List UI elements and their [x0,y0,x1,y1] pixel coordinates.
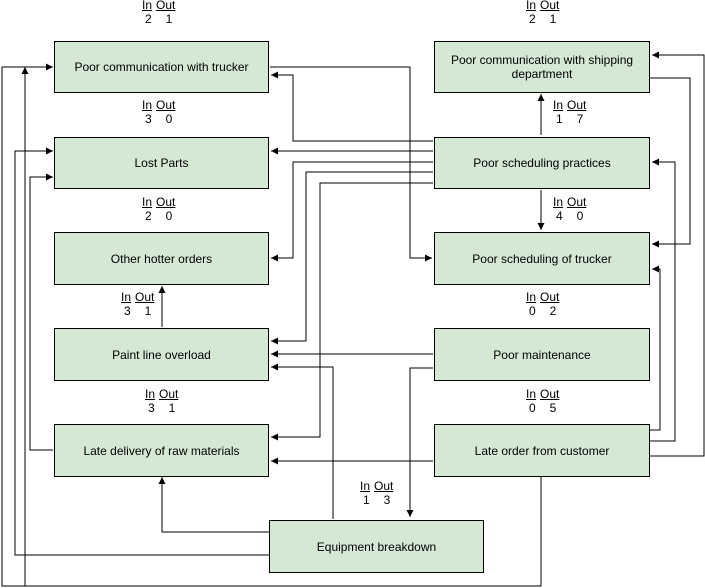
io-out-header: Out [156,195,176,209]
io-in-header: In [553,98,564,112]
node-poor-communication-with-trucker: Poor communication with trucker [54,41,269,93]
io-out-header: Out [156,0,176,12]
io-out-value: 0 [576,209,584,223]
io-out-value: 7 [576,112,584,126]
io-out-header: Out [374,479,394,493]
io-in-header: In [526,290,537,304]
io-in-header: In [526,0,537,12]
io-in-value: 0 [528,401,536,415]
edge-late-order-to-scheduling [650,158,676,442]
node-late-delivery-of-raw-materials: Late delivery of raw materials [54,424,269,477]
io-in-header: In [142,195,153,209]
node-label: Poor scheduling practices [473,156,611,170]
edge-scheduling-to-trucker [271,71,433,142]
edge-late-order-to-sched-trucker [650,265,661,431]
edge-scheduling-to-hotter [271,161,433,262]
node-label: Paint line overload [112,347,211,362]
io-out-header: Out [567,98,587,112]
io-in-value: 4 [555,209,563,223]
io-in-header: In [360,479,371,493]
io-out-value: 5 [549,401,557,415]
io-out-header: Out [159,387,179,401]
io-in-header: In [142,0,153,12]
edge-equipment-to-paint [271,363,334,519]
node-label: Late delivery of raw materials [83,443,240,458]
io-out-value: 3 [383,493,391,507]
edge-equipment-to-lost-parts [14,147,269,556]
edge-late-raw-to-lost-parts [29,173,53,451]
node-lost-parts: Lost Parts [54,137,269,189]
io-out-value: 1 [549,12,557,26]
io-in-value: 2 [528,12,536,26]
node-label: Lost Parts [134,156,189,170]
io-in-header: In [145,387,156,401]
node-poor-scheduling-of-trucker: Poor scheduling of trucker [434,232,650,285]
io-out-header: Out [540,0,560,12]
io-out-value: 1 [168,401,176,415]
edge-late-order-to-trucker [21,67,542,587]
node-paint-line-overload: Paint line overload [54,328,269,381]
node-label: Poor maintenance [493,347,591,362]
node-late-order-from-customer: Late order from customer [434,424,650,477]
node-label: Other hotter orders [110,251,213,266]
io-out-value: 1 [165,12,173,26]
edge-maintenance-to-equipment [406,367,433,517]
io-out-value: 0 [165,112,173,126]
node-poor-communication-with-shipping: Poor communication with shipping departm… [434,41,650,93]
io-in-value: 3 [144,112,152,126]
node-poor-scheduling-practices: Poor scheduling practices [434,137,650,189]
node-label: Poor communication with shipping departm… [450,53,634,81]
io-in-value: 3 [147,401,155,415]
io-out-value: 1 [144,304,152,318]
node-label: Poor communication with trucker [74,60,249,74]
edge-equipment-to-late-raw [158,477,269,533]
io-out-header: Out [540,290,560,304]
node-label: Equipment breakdown [316,539,437,554]
io-in-header: In [526,387,537,401]
io-in-value: 3 [123,304,131,318]
edge-shipping-to-sched-trucker [650,77,691,248]
io-in-value: 1 [555,112,563,126]
io-out-value: 0 [165,209,173,223]
node-poor-maintenance: Poor maintenance [434,328,650,381]
io-out-header: Out [156,98,176,112]
node-label: Poor scheduling of trucker [472,251,612,266]
io-out-header: Out [135,290,155,304]
node-other-hotter-orders: Other hotter orders [54,232,269,285]
edge-late-order-to-shipping [650,51,705,457]
io-in-value: 2 [144,209,152,223]
io-in-header: In [553,195,564,209]
node-equipment-breakdown: Equipment breakdown [269,520,484,573]
edge-scheduling-to-paint [271,171,433,345]
node-label: Late order from customer [474,443,610,458]
io-in-header: In [142,98,153,112]
io-out-header: Out [567,195,587,209]
io-in-value: 1 [362,493,370,507]
io-in-value: 2 [144,12,152,26]
io-in-header: In [121,290,132,304]
edge-scheduling-to-late-raw [271,182,433,441]
io-out-header: Out [540,387,560,401]
io-out-value: 2 [549,304,557,318]
io-in-value: 0 [528,304,536,318]
